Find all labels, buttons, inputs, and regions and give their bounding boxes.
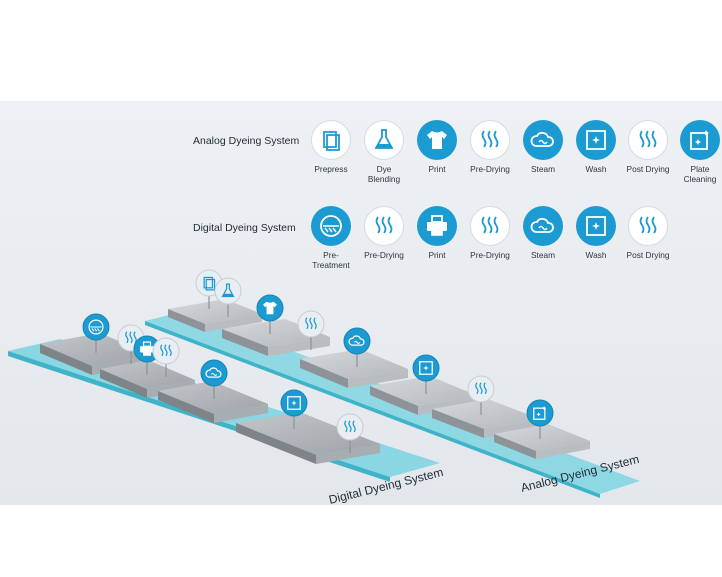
steam-cloud-icon <box>530 217 554 233</box>
scene-pin <box>82 313 110 353</box>
heat-waves-icon <box>344 420 356 433</box>
analog-step-dye-flask: Dye Blending <box>360 120 408 184</box>
analog-step-label: Pre-Drying <box>470 164 510 174</box>
scene-pin <box>256 294 284 334</box>
digital-step-steam-cloud: Steam <box>519 206 567 261</box>
digital-step-heat-waves: Pre-Drying <box>466 206 514 261</box>
scene-pins <box>82 269 554 453</box>
scene-pin <box>336 413 364 453</box>
analog-step-tshirt: Print <box>413 120 461 175</box>
digital-machines <box>40 333 380 464</box>
scene-pin <box>343 327 371 367</box>
printer-icon <box>140 341 154 356</box>
plate-cleaning-icon <box>533 406 547 420</box>
prepress-icon <box>323 131 340 151</box>
digital-step-pretreatment: Pre-Treatment <box>307 206 355 270</box>
scene-pin <box>297 310 325 350</box>
digital-step-label: Print <box>428 250 446 260</box>
digital-row-title: Digital Dyeing System <box>193 222 296 234</box>
analog-step-badge <box>680 120 720 160</box>
analog-step-badge <box>417 120 457 160</box>
analog-step-prepress: Prepress <box>307 120 355 175</box>
heat-waves-icon <box>639 216 657 234</box>
pretreatment-icon <box>88 319 104 335</box>
scene-pin <box>214 277 242 317</box>
scene-pin <box>467 375 495 415</box>
digital-step-badge <box>628 206 668 246</box>
scene-pin <box>152 337 180 377</box>
analog-step-badge <box>576 120 616 160</box>
digital-step-badge <box>417 206 457 246</box>
analog-step-steam-cloud: Steam <box>519 120 567 175</box>
digital-step-label: Post Drying <box>626 250 670 260</box>
heat-waves-icon <box>481 216 499 234</box>
analog-step-badge <box>628 120 668 160</box>
analog-step-label: Print <box>428 164 446 174</box>
analog-step-label: Prepress <box>314 164 348 174</box>
digital-step-heat-waves: Post Drying <box>624 206 672 261</box>
plate-cleaning-icon <box>690 130 709 150</box>
heat-waves-icon <box>481 130 499 148</box>
digital-step-heat-waves: Pre-Drying <box>360 206 408 261</box>
dye-flask-icon <box>221 283 235 298</box>
analog-step-plate-cleaning: Plate Cleaning <box>676 120 722 184</box>
digital-step-label: Wash <box>585 250 607 260</box>
tshirt-icon <box>427 131 447 149</box>
dye-flask-icon <box>374 129 394 149</box>
pretreatment-icon <box>320 215 342 237</box>
wash-icon <box>586 130 606 150</box>
scene-pin <box>200 359 228 399</box>
digital-step-label: Pre-Treatment <box>312 250 350 270</box>
analog-step-label: Plate Cleaning <box>683 164 717 184</box>
heat-waves-icon <box>475 382 487 395</box>
analog-step-wash: Wash <box>572 120 620 175</box>
analog-step-label: Wash <box>585 164 607 174</box>
analog-step-badge <box>311 120 351 160</box>
scene-pin <box>526 399 554 439</box>
steam-cloud-icon <box>348 335 365 346</box>
digital-step-badge <box>576 206 616 246</box>
digital-step-label: Steam <box>531 250 555 260</box>
analog-row-title: Analog Dyeing System <box>193 135 300 147</box>
digital-step-label: Pre-Drying <box>364 250 404 260</box>
heat-waves-icon <box>375 216 393 234</box>
wash-icon <box>586 216 606 236</box>
heat-waves-icon <box>639 130 657 148</box>
analog-step-heat-waves: Pre-Drying <box>466 120 514 175</box>
wash-icon <box>419 361 433 375</box>
analog-step-label: Post Drying <box>626 164 670 174</box>
printer-icon <box>427 215 447 236</box>
scene-pin <box>280 389 308 429</box>
digital-step-badge <box>364 206 404 246</box>
scene-pin <box>412 354 440 394</box>
heat-waves-icon <box>160 344 172 357</box>
isometric-production-line-scene: Digital Dyeing System Analog Dyeing Syst… <box>8 269 641 505</box>
digital-step-wash: Wash <box>572 206 620 261</box>
digital-step-label: Pre-Drying <box>470 250 510 260</box>
prepress-icon <box>203 276 216 291</box>
digital-step-badge <box>311 206 351 246</box>
digital-step-printer: Print <box>413 206 461 261</box>
digital-step-badge <box>470 206 510 246</box>
analog-step-badge <box>523 120 563 160</box>
analog-step-label: Steam <box>531 164 555 174</box>
steam-cloud-icon <box>205 367 222 378</box>
analog-machines <box>168 299 590 459</box>
analog-step-badge <box>470 120 510 160</box>
heat-waves-icon <box>305 317 317 330</box>
steam-cloud-icon <box>530 131 554 147</box>
wash-icon <box>287 396 301 410</box>
analog-step-badge <box>364 120 404 160</box>
analog-step-heat-waves: Post Drying <box>624 120 672 175</box>
analog-step-label: Dye Blending <box>367 164 401 184</box>
digital-step-badge <box>523 206 563 246</box>
